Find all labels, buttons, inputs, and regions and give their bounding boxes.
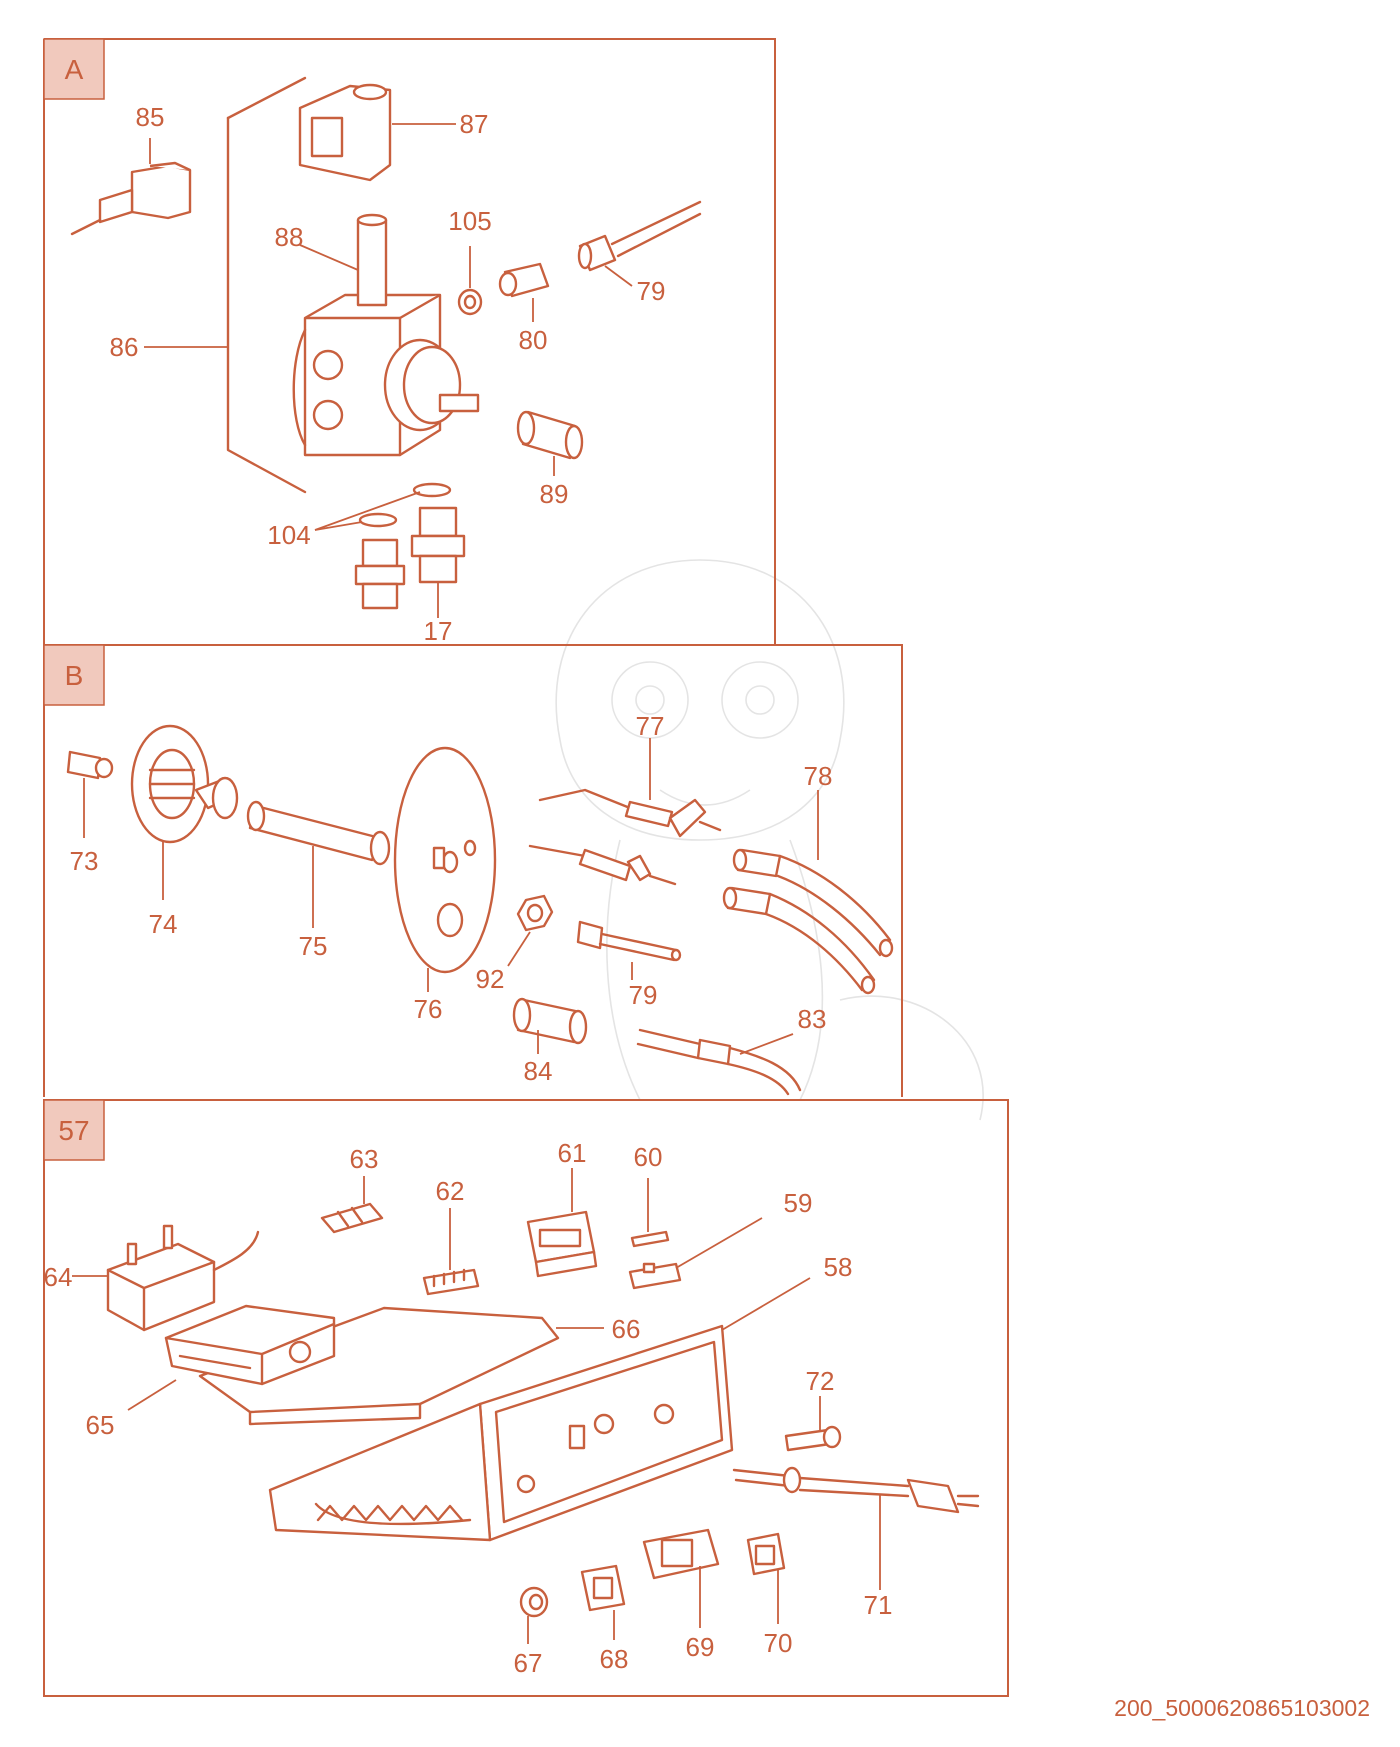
- callout-86: 86: [110, 332, 139, 362]
- callout-72: 72: [806, 1366, 835, 1396]
- part-87-valve-housing: [298, 83, 456, 182]
- part-71-power-cable: [732, 1466, 980, 1590]
- part-79-oil-line-b: [576, 920, 682, 980]
- callout-79: 79: [629, 980, 658, 1010]
- part-65-controller: [127, 1304, 336, 1411]
- part-61-relay: [526, 1168, 598, 1278]
- part-86-pump-body: [144, 76, 480, 494]
- callout-75: 75: [299, 931, 328, 961]
- callouts-section-a: 85 87 88 105 79 80 86 89 104 17: [110, 102, 666, 646]
- part-75-tube: [246, 800, 391, 928]
- badge-label: B: [65, 660, 84, 691]
- part-72-fitting: [784, 1396, 842, 1452]
- callout-60: 60: [634, 1142, 663, 1172]
- callout-62: 62: [436, 1176, 465, 1206]
- section-badge: [43, 1099, 105, 1161]
- callout-59: 59: [784, 1188, 813, 1218]
- callout-77: 77: [636, 711, 665, 741]
- part-79-oil-line: [577, 200, 702, 287]
- part-67-grommet: [519, 1586, 549, 1644]
- callout-69: 69: [686, 1632, 715, 1662]
- callout-74: 74: [149, 909, 178, 939]
- part-92-nut: [507, 894, 554, 967]
- callout-104: 104: [267, 520, 310, 550]
- section-b: B: [43, 644, 903, 1097]
- part-68-switch: [580, 1564, 626, 1640]
- callout-65: 65: [86, 1410, 115, 1440]
- callout-83: 83: [798, 1004, 827, 1034]
- section-57: 57: [43, 1099, 1009, 1697]
- part-105-washer: [457, 246, 483, 316]
- part-77-electrode: [528, 738, 722, 886]
- part-64-transformer: [72, 1224, 260, 1332]
- callout-76: 76: [414, 994, 443, 1024]
- part-59-fuse-holder: [628, 1217, 763, 1290]
- callout-66: 66: [612, 1314, 641, 1344]
- callout-89: 89: [540, 479, 569, 509]
- callouts-section-b: 73 74 75 76 77 78 92 79 84 83: [70, 711, 833, 1086]
- part-69-switch: [642, 1528, 720, 1628]
- callout-105: 105: [448, 206, 491, 236]
- callout-85: 85: [136, 102, 165, 132]
- callout-67: 67: [514, 1648, 543, 1678]
- part-60-fuse: [630, 1178, 670, 1248]
- callout-71: 71: [864, 1590, 893, 1620]
- badge-label: 57: [58, 1115, 89, 1146]
- callout-61: 61: [558, 1138, 587, 1168]
- callout-92: 92: [476, 964, 505, 994]
- callout-68: 68: [600, 1644, 629, 1674]
- part-78-ignition-cables: [722, 790, 894, 995]
- callout-64: 64: [44, 1262, 73, 1292]
- part-104-washers: [314, 482, 452, 531]
- section-badge: [43, 644, 105, 706]
- part-70-switch: [746, 1532, 786, 1624]
- drawing-code: 200_5000620865103002: [1114, 1695, 1370, 1721]
- part-84-coupling: [512, 997, 588, 1054]
- part-89-coupling: [516, 410, 584, 476]
- callout-17: 17: [424, 616, 453, 646]
- callout-78: 78: [804, 761, 833, 791]
- part-85-connector: [70, 138, 192, 236]
- callouts-section-57: 63 61 60 62 59 64 58 66 65 72 71 67 68 6…: [44, 1138, 893, 1678]
- callout-80: 80: [519, 325, 548, 355]
- callout-63: 63: [350, 1144, 379, 1174]
- part-63-terminal: [320, 1176, 384, 1234]
- callout-84: 84: [524, 1056, 553, 1086]
- callout-79: 79: [637, 276, 666, 306]
- section-a: A: [43, 38, 776, 645]
- part-76-plate: [393, 746, 497, 992]
- part-80-fitting: [498, 262, 550, 322]
- callout-73: 73: [70, 846, 99, 876]
- part-58-control-panel: [268, 1277, 811, 1542]
- section-badge: [43, 38, 105, 100]
- part-83-hose: [636, 1028, 802, 1096]
- part-73-nozzle: [66, 750, 114, 838]
- callout-87: 87: [460, 109, 489, 139]
- callout-70: 70: [764, 1628, 793, 1658]
- part-17-fittings: [354, 506, 466, 618]
- part-74-turbulator: [130, 724, 239, 900]
- callout-58: 58: [824, 1252, 853, 1282]
- part-62-terminal-strip: [422, 1208, 480, 1296]
- part-66-mounting-plate: [198, 1306, 604, 1426]
- badge-label: A: [65, 54, 84, 85]
- callout-88: 88: [275, 222, 304, 252]
